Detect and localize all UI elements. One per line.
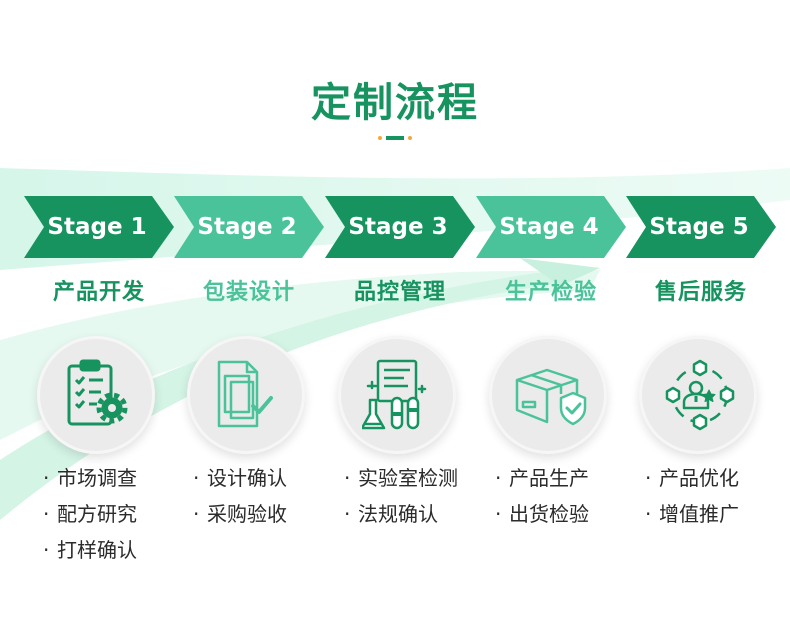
- list-item: ·设计确认: [193, 466, 287, 490]
- stage-2: Stage 2 包装设计 ·设计确认 ·采购验收: [174, 0, 324, 644]
- stage-1-icon-circle: [37, 336, 155, 454]
- list-item: ·采购验收: [193, 502, 287, 526]
- list-item: ·法规确认: [344, 502, 438, 526]
- package-shield-icon: [515, 368, 587, 426]
- list-item: ·打样确认: [43, 538, 137, 562]
- stage-3-chevron: Stage 3: [325, 196, 475, 258]
- stage-4: Stage 4 生产检验 ·产品生产 ·出货检验: [476, 0, 626, 644]
- stage-1-name: 产品开发: [52, 280, 145, 305]
- stage-5-name: 售后服务: [654, 280, 747, 305]
- list-item: ·产品生产: [495, 466, 589, 490]
- list-item: ·出货检验: [495, 502, 589, 526]
- stage-3-name: 品控管理: [353, 280, 446, 305]
- list-item: ·实验室检测: [344, 466, 458, 490]
- stage-4-chevron: Stage 4: [476, 196, 626, 258]
- stage-2-icon-circle: [187, 336, 305, 454]
- document-check-icon: [217, 360, 273, 428]
- stage-2-items: ·设计确认 ·采购验收: [193, 464, 333, 536]
- stage-5: Stage 5 售后服务 ·产品优化 ·增值推广: [626, 0, 776, 644]
- list-item: ·市场调查: [43, 466, 137, 490]
- stage-1: Stage 1 产品开发 ·市场调查 ·配方研究 ·打样确认: [24, 0, 174, 644]
- stage-4-label: Stage 4: [499, 214, 599, 240]
- stage-2-label: Stage 2: [197, 214, 297, 240]
- stage-3: Stage 3 品控管理 ·实验室检测 ·法规确认: [325, 0, 475, 644]
- stage-1-items: ·市场调查 ·配方研究 ·打样确认: [43, 464, 183, 572]
- stage-3-label: Stage 3: [348, 214, 448, 240]
- list-item: ·产品优化: [645, 466, 739, 490]
- stage-2-name: 包装设计: [202, 280, 295, 305]
- stage-2-chevron: Stage 2: [174, 196, 324, 258]
- lab-flask-icon: [362, 359, 427, 430]
- stage-4-name: 生产检验: [504, 280, 597, 305]
- list-item: ·配方研究: [43, 502, 137, 526]
- stage-5-label: Stage 5: [649, 214, 749, 240]
- stage-3-icon-circle: [338, 336, 456, 454]
- stage-5-icon-circle: [639, 336, 757, 454]
- stage-1-chevron: Stage 1: [24, 196, 174, 258]
- stage-3-items: ·实验室检测 ·法规确认: [344, 464, 484, 536]
- stage-5-items: ·产品优化 ·增值推广: [645, 464, 785, 536]
- stage-1-label: Stage 1: [47, 214, 147, 240]
- stage-4-items: ·产品生产 ·出货检验: [495, 464, 635, 536]
- service-person-network-icon: [665, 359, 735, 431]
- clipboard-gear-icon: [67, 359, 128, 426]
- stage-4-icon-circle: [489, 336, 607, 454]
- list-item: ·增值推广: [645, 502, 739, 526]
- title-underline: [378, 136, 412, 140]
- stage-5-chevron: Stage 5: [626, 196, 776, 258]
- page-title: 定制流程: [311, 80, 479, 126]
